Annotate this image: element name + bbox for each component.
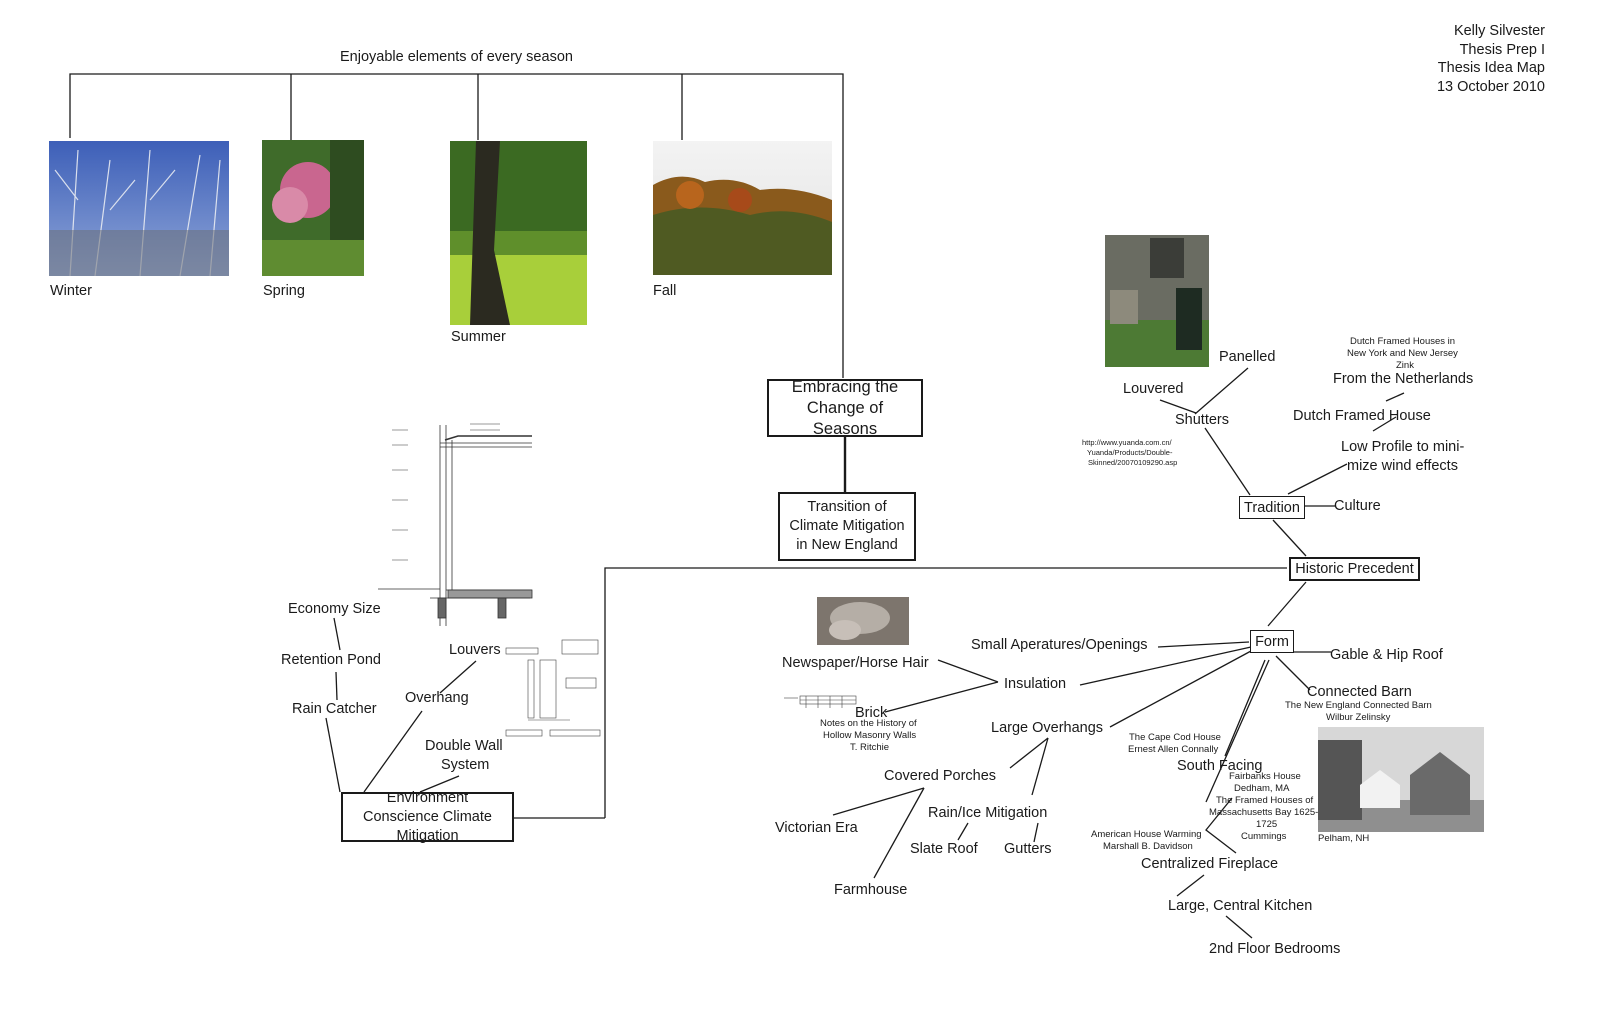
spring-photo <box>262 140 364 276</box>
brick-label: Brick <box>855 705 888 721</box>
winter-photo <box>49 141 229 277</box>
cape-cod-reference-line1: The Cape Cod House <box>1129 732 1221 743</box>
summer-photo <box>450 141 587 325</box>
connector-lines <box>69 73 1405 939</box>
pelham-caption: Pelham, NH <box>1318 833 1370 844</box>
second-floor-bedrooms-label: 2nd Floor Bedrooms <box>1209 941 1341 957</box>
small-apertures-label: Small Aperatures/Openings <box>971 637 1148 653</box>
slate-roof-label: Slate Roof <box>910 841 978 857</box>
retention-pond-label: Retention Pond <box>281 652 381 668</box>
brick-wall-drawing <box>784 695 857 708</box>
summer-label: Summer <box>451 329 506 345</box>
double-wall-label-line2: System <box>441 757 490 773</box>
barn-reference-line2: Wilbur Zelinsky <box>1326 712 1391 723</box>
rain-ice-mitigation-label: Rain/Ice Mitigation <box>928 805 1048 821</box>
insulation-label: Insulation <box>1004 676 1067 692</box>
house-warming-reference-line2: Marshall B. Davidson <box>1103 841 1193 852</box>
shutters-source-line1: http://www.yuanda.com.cn/ <box>1082 438 1172 447</box>
shutters-source-line3: Skinned/20070109290.asp <box>1088 458 1178 467</box>
dutch-reference-line3: Zink <box>1396 360 1414 371</box>
louver-detail-drawing <box>505 639 601 737</box>
gable-hip-roof-label: Gable & Hip Roof <box>1330 647 1443 663</box>
culture-label: Culture <box>1334 498 1381 514</box>
covered-porches-label: Covered Porches <box>884 768 997 784</box>
wall-section-drawing <box>378 423 533 626</box>
author-name: Kelly Silvester <box>1453 23 1545 39</box>
centralized-fireplace-label: Centralized Fireplace <box>1141 856 1279 872</box>
rain-catcher-label: Rain Catcher <box>292 701 377 717</box>
fairbanks-reference-line4: Massachusetts Bay 1625- <box>1209 807 1319 818</box>
cape-cod-reference-line2: Ernest Allen Connally <box>1128 744 1219 755</box>
farmhouse-label: Farmhouse <box>834 882 908 898</box>
overhang-label: Overhang <box>405 690 469 706</box>
document-date: 13 October 2010 <box>1436 78 1545 95</box>
fairbanks-reference-line3: The Framed Houses of <box>1216 795 1314 806</box>
course-name: Thesis Prep I <box>1459 41 1545 58</box>
barn-photo <box>1318 727 1484 832</box>
fall-label: Fall <box>653 283 677 299</box>
fairbanks-reference-line6: Cummings <box>1241 831 1287 842</box>
central-kitchen-label: Large, Central Kitchen <box>1168 898 1313 914</box>
low-profile-label-line1: Low Profile to mini- <box>1341 439 1465 455</box>
dutch-reference-line2: New York and New Jersey <box>1347 348 1458 359</box>
document-title: Thesis Idea Map <box>1437 60 1545 76</box>
panelled-label: Panelled <box>1219 349 1276 365</box>
tradition-node: Tradition <box>1239 496 1305 519</box>
house-warming-reference-line1: American House Warming <box>1091 829 1202 840</box>
shutters-label: Shutters <box>1175 412 1229 428</box>
brick-reference-line1: Notes on the History of <box>820 718 917 729</box>
form-node: Form <box>1250 630 1294 653</box>
fairbanks-reference-line5: 1725 <box>1256 819 1278 830</box>
environment-node: Environment Conscience Climate Mitigatio… <box>341 790 514 844</box>
credit-block: Kelly Silvester Thesis Prep I Thesis Ide… <box>1437 22 1545 96</box>
netherlands-label: From the Netherlands <box>1333 371 1474 387</box>
victorian-era-label: Victorian Era <box>775 820 858 836</box>
shutters-source-line2: Yuanda/Products/Double- <box>1087 448 1173 457</box>
dutch-framed-house-label: Dutch Framed House <box>1293 408 1431 424</box>
louvered-label: Louvered <box>1123 381 1184 397</box>
insulation-photo <box>817 597 909 645</box>
fall-photo <box>653 141 832 275</box>
newspaper-horse-hair-label: Newspaper/Horse Hair <box>782 655 929 671</box>
spring-label: Spring <box>263 283 305 299</box>
low-profile-label-line2: mize wind effects <box>1347 458 1458 474</box>
barn-reference-line1: The New England Connected Barn <box>1285 700 1432 711</box>
economy-size-label: Economy Size <box>288 601 381 617</box>
brick-reference-line3: T. Ritchie <box>850 742 890 753</box>
seasons-heading: Enjoyable elements of every season <box>340 49 573 65</box>
large-overhangs-label: Large Overhangs <box>991 720 1104 736</box>
gutters-label: Gutters <box>1004 841 1052 857</box>
louvers-label: Louvers <box>449 642 501 658</box>
south-facing-label: South Facing <box>1177 758 1263 774</box>
embracing-seasons-node: Embracing the Change of Seasons <box>767 378 923 438</box>
fairbanks-reference-line2: Dedham, MA <box>1234 783 1290 794</box>
house-photo <box>1105 235 1209 367</box>
double-wall-label-line1: Double Wall <box>425 738 503 754</box>
dutch-reference-line1: Dutch Framed Houses in <box>1350 336 1456 347</box>
winter-label: Winter <box>50 283 92 299</box>
historic-precedent-node: Historic Precedent <box>1289 557 1420 581</box>
brick-reference-line2: Hollow Masonry Walls <box>823 730 917 741</box>
connected-barn-label: Connected Barn <box>1307 684 1412 700</box>
fairbanks-reference-line1: Fairbanks House <box>1229 771 1301 782</box>
transition-node: Transition of Climate Mitigation in New … <box>778 492 916 561</box>
